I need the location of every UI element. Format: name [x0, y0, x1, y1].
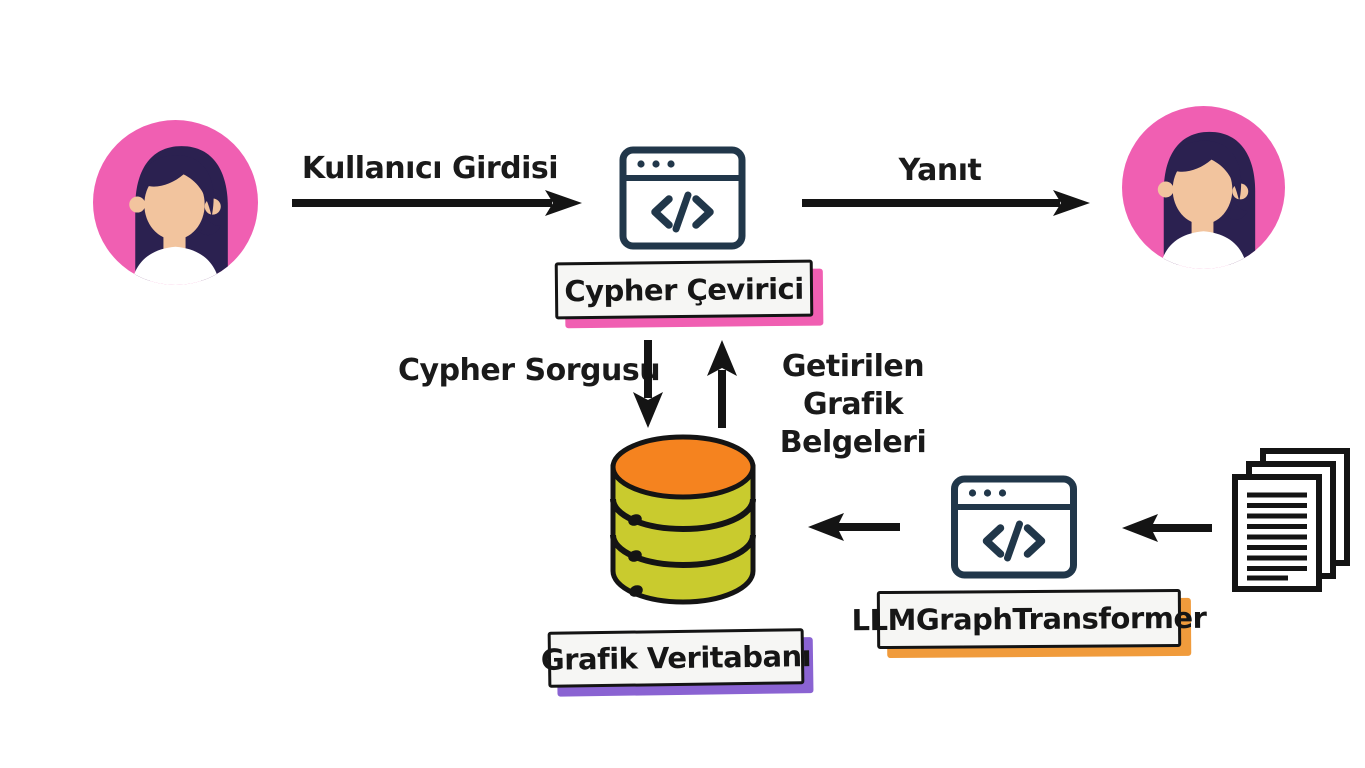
- retrieved-documents-line2: Belgeleri: [779, 425, 927, 460]
- edge-label-retrieved-documents: Getirilen Grafik Belgeleri: [742, 348, 964, 462]
- node-graph-database: [606, 430, 760, 608]
- label-graph-database: Grafik Veritabanı: [541, 628, 811, 688]
- node-documents: [1230, 448, 1350, 593]
- arrow-response-right: [802, 190, 1090, 216]
- arrow-transformer-to-database-left: [808, 513, 900, 541]
- node-cypher-translator: [619, 146, 746, 250]
- edge-label-cypher-query: Cypher Sorgusu: [398, 353, 661, 388]
- woman-avatar-icon: [1122, 106, 1285, 269]
- arrow-cypher-query-down: [633, 340, 663, 428]
- document-stack-icon: [1232, 448, 1350, 592]
- edge-label-user-input: Kullanıcı Girdisi: [301, 151, 559, 186]
- database-cylinder-icon: [610, 434, 756, 605]
- label-graph-database-text: Grafik Veritabanı: [540, 639, 812, 677]
- label-cypher-translator: Cypher Çevirici: [554, 259, 814, 320]
- label-llm-graph-transformer-text: LLMGraphTransformer: [851, 600, 1207, 638]
- user-avatar-left: [93, 120, 258, 285]
- arrow-documents-to-transformer-left: [1122, 514, 1212, 542]
- label-llm-graph-transformer: LLMGraphTransformer: [851, 588, 1207, 650]
- code-window-icon: [619, 146, 746, 250]
- edge-label-response: Yanıt: [898, 153, 982, 188]
- user-avatar-right: [1122, 106, 1285, 269]
- retrieved-documents-line1: Getirilen Grafik: [781, 349, 925, 422]
- node-llm-graph-transformer: [950, 475, 1078, 579]
- label-cypher-translator-text: Cypher Çevirici: [564, 271, 804, 308]
- arrow-retrieved-documents-up: [707, 340, 737, 428]
- code-window-icon: [951, 475, 1077, 579]
- woman-avatar-icon: [93, 120, 258, 285]
- arrow-user-input-right: [292, 190, 582, 216]
